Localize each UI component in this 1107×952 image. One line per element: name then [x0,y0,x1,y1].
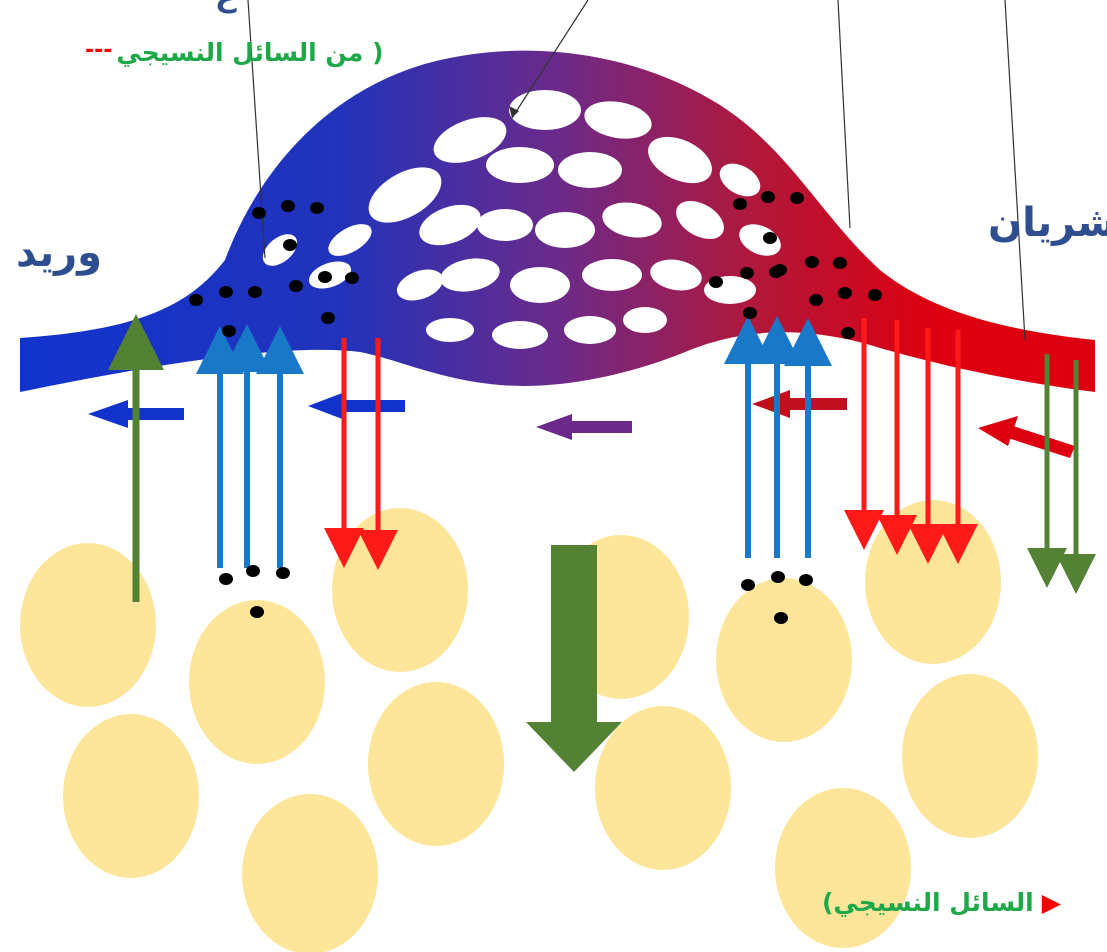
dissolved-substance-dot [799,574,813,586]
dash-line: --- [85,38,113,63]
dissolved-substance-dot [763,232,777,244]
capillary-lumen [584,101,652,139]
capillary-lumen [433,117,507,163]
capillary-lumen [368,167,442,223]
dissolved-substance-dot [790,192,804,204]
capillary-lumen [650,259,702,291]
capillary-lumen [719,163,761,197]
capillary-lumen [602,202,662,238]
artery-label: شريان [988,200,1107,246]
dissolved-substance-dot [321,312,335,324]
dissolved-substance-dot [345,272,359,284]
capillary-lumen [419,204,481,246]
flow-direction-arrow [308,392,405,420]
dissolved-substance-dot [733,198,747,210]
dissolved-substance-dot [310,202,324,214]
capillary-lumen [510,267,570,303]
dissolved-substance-dot [743,307,757,319]
tissue-cell [63,714,199,878]
capillary-lumen [623,307,667,333]
capillary-lumen [440,258,500,292]
dissolved-substance-dots [189,191,882,624]
dissolved-substance-dot [805,256,819,268]
flow-direction-arrow [536,414,632,440]
dissolved-substance-dot [248,286,262,298]
dissolved-substance-dot [250,606,264,618]
capillary-lumen [396,269,444,301]
dissolved-substance-dot [276,567,290,579]
blood-vessel [20,50,1095,392]
capillary-lumen [676,201,724,239]
tissue-cell [595,706,731,870]
dissolved-substance-dot [318,271,332,283]
tissue-cell [20,543,156,707]
dissolved-substance-dot [773,264,787,276]
tissue-cell [242,794,378,952]
capillary-lumen [509,90,581,130]
capillary-lumen [558,152,622,188]
filtration-arrows [324,318,978,570]
capillary-lumen [486,147,554,183]
tissue-cell [716,578,852,742]
tissue-cell [189,600,325,764]
capillary-lumen [648,136,712,184]
tissue-cell [902,674,1038,838]
dissolved-substance-dot [771,571,785,583]
dissolved-substance-dot [809,294,823,306]
capillary-lumen [328,224,372,256]
dissolved-substance-dot [740,267,754,279]
dissolved-substance-dot [219,286,233,298]
dissolved-substance-dot [246,565,260,577]
dissolved-substance-dot [289,280,303,292]
dissolved-substance-dot [222,325,236,337]
dissolved-substance-dot [283,239,297,251]
dash-mark: ▶ [1041,888,1061,917]
dissolved-substance-dot [219,573,233,585]
reabsorption-arrows [196,316,832,568]
capillary-lumen [582,259,642,291]
top-label-fragment: ع [215,0,237,14]
dissolved-substance-dot [741,579,755,591]
vein-label: وريد [16,230,103,276]
capillary-lumen [535,212,595,248]
dissolved-substance-dot [252,207,266,219]
dissolved-substance-dot [868,289,882,301]
tissue-cell [368,682,504,846]
big-fluid-arrow [526,545,622,772]
capillary-lumen [492,321,548,349]
tissue-cell [332,508,468,672]
flow-direction-arrow [752,390,847,418]
dissolved-substance-dot [709,276,723,288]
dissolved-substance-dot [281,200,295,212]
dissolved-substance-dot [774,612,788,624]
capillary-lumen [564,316,616,344]
capillary-lumen [426,318,474,342]
blood-flow-arrows [88,390,1075,458]
capillary-lumen [477,209,533,241]
flow-direction-arrow [978,416,1075,458]
tissue-fluid-label: السائل النسيجي) ▶ [822,888,1061,917]
dissolved-substance-dot [841,327,855,339]
dissolved-substance-dot [761,191,775,203]
from-tissue-fluid-label: --- ( من السائل النسيجي [85,38,384,67]
dissolved-substance-dot [838,287,852,299]
tissue-cell [865,500,1001,664]
tissue-cell [775,788,911,948]
dissolved-substance-dot [833,257,847,269]
dissolved-substance-dot [189,294,203,306]
tissue-cells [20,500,1038,952]
